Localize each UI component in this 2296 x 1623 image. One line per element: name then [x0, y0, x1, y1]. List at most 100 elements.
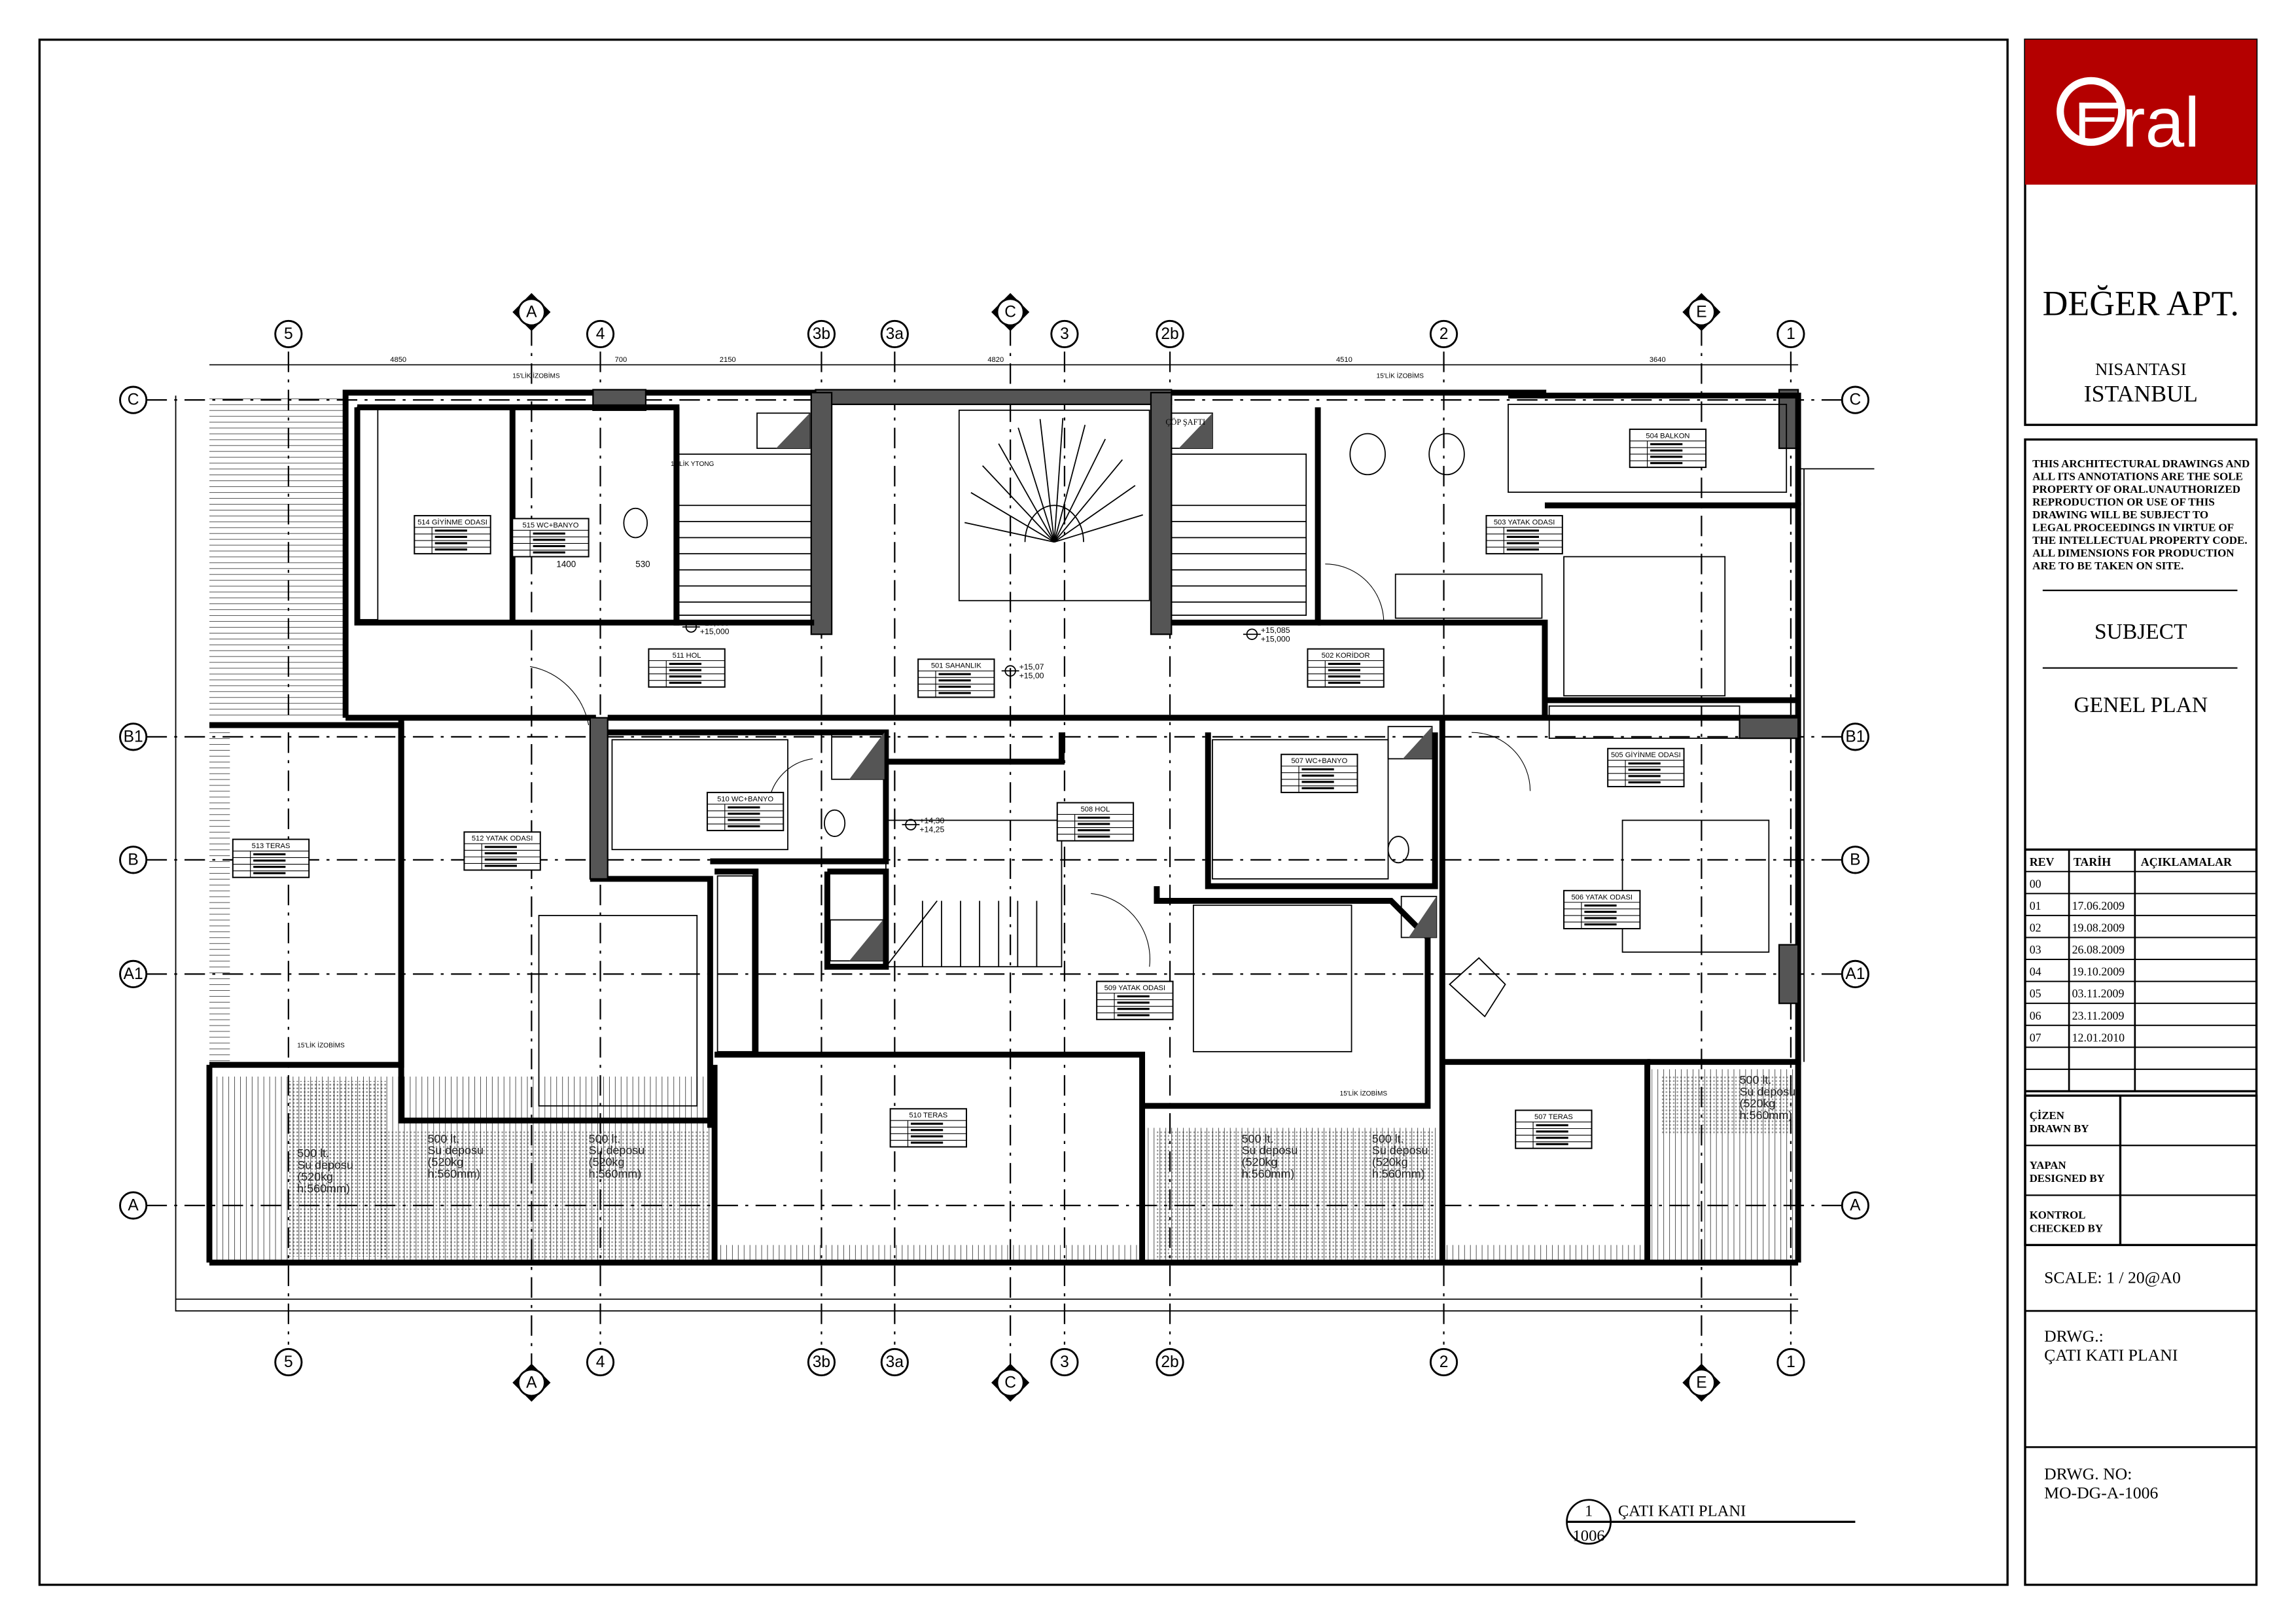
title-block: ral DEĞER APT. NISANTASI ISTANBUL THIS A… — [2024, 38, 2258, 1586]
level-top: +15,085 — [1261, 626, 1290, 635]
grid-bubble-circle — [1156, 319, 1184, 349]
subject-label: SUBJECT — [2094, 620, 2187, 644]
chair — [1349, 433, 1386, 476]
bed — [1621, 819, 1770, 953]
oral-logo: ral — [2057, 77, 2200, 162]
grid-bubble-A: A — [1841, 1191, 1869, 1220]
room-name: 510 TERAS — [909, 1112, 947, 1120]
level-bottom: +14,25 — [919, 825, 944, 834]
walls — [206, 389, 1875, 1266]
grid-bubble-circle — [880, 319, 909, 349]
grid-bubble-circle — [807, 1347, 836, 1377]
disclaimer-line: REPRODUCTION OR USE OF THIS — [2032, 496, 2215, 508]
drawing-label: DRWG.: — [2044, 1327, 2104, 1346]
tank-text: 500 lt. — [1242, 1132, 1274, 1145]
room-label: 507 WC+BANYO — [1280, 753, 1358, 793]
project-name: DEĞER APT. — [2043, 283, 2239, 323]
subject-value: GENEL PLAN — [2074, 693, 2208, 717]
grid-bubble-circle — [119, 385, 148, 414]
level-bottom: +15,00 — [1019, 671, 1044, 680]
grid-bubble-label: 5 — [284, 1353, 293, 1371]
room-name: 506 YATAK ODASI — [1571, 893, 1633, 901]
grid-bubble-label: 3b — [813, 325, 830, 343]
tank-text: Su deposu — [1372, 1144, 1428, 1157]
dim-text: 3640 — [1650, 356, 1666, 364]
stair-tread — [1053, 418, 1064, 543]
grid-bubble-3: 3 — [1050, 1347, 1079, 1377]
section-mark-label: C — [1004, 303, 1016, 321]
wall-note: 15'LİK İZOBİMS — [1340, 1089, 1388, 1097]
drawing-name: ÇATI KATI PLANI — [2044, 1346, 2178, 1364]
room-name: 503 YATAK ODASI — [1494, 518, 1555, 526]
signature-label-tr: KONTROL — [2030, 1209, 2086, 1221]
level-top: +14,30 — [919, 816, 944, 825]
signature-label-en: DRAWN BY — [2030, 1122, 2089, 1135]
room-name: 502 KORİDOR — [1322, 651, 1370, 660]
revision-date: 17.06.2009 — [2072, 899, 2125, 912]
revision-date: 03.11.2009 — [2072, 987, 2125, 1000]
grid-bubble-circle — [119, 1191, 148, 1220]
room-name: 509 YATAK ODASI — [1104, 984, 1166, 992]
section-mark-circle — [996, 298, 1025, 327]
room-label: 510 TERAS — [889, 1108, 968, 1148]
grid-bubble-label: A1 — [1845, 965, 1865, 983]
room-name: 504 BALKON — [1646, 432, 1689, 440]
grid-bubble-circle — [274, 1347, 303, 1377]
grid-bubble-circle — [586, 1347, 615, 1377]
toilet — [1387, 836, 1409, 864]
bed — [1192, 904, 1352, 1052]
room-name: 507 TERAS — [1534, 1113, 1573, 1121]
disclaimer-line: ALL DIMENSIONS FOR PRODUCTION — [2032, 546, 2234, 559]
terrace-hatch — [209, 395, 346, 718]
revision-header: TARİH — [2074, 855, 2111, 868]
level-mark: +15,085+15,000 — [682, 618, 730, 636]
tank-text: 500 lt. — [427, 1132, 459, 1145]
room-name: 511 HOL — [673, 652, 701, 660]
section-mark-label: E — [1696, 303, 1706, 321]
grid-bubble-label: 4 — [596, 325, 605, 343]
dimension-line-top: 4850 700 2150 4820 4510 3640 — [209, 356, 1799, 366]
room-label: 507 TERAS — [1515, 1109, 1593, 1149]
tank-text: 500 lt. — [1372, 1132, 1404, 1145]
grid-bubble-circle — [1429, 319, 1458, 349]
wall-note: 15'LİK YTONG — [671, 459, 715, 468]
disclaimer-line: ALL ITS ANNOTATIONS ARE THE SOLE — [2032, 471, 2243, 483]
revision-row: 00 — [2030, 877, 2041, 890]
tank-text: Su deposu — [1242, 1144, 1298, 1157]
grid-bubble-label: C — [128, 391, 139, 409]
view-sheet-ref: 1006 — [1572, 1527, 1604, 1544]
section-mark-circle — [1687, 298, 1716, 327]
grid-bubble-circle — [1050, 1347, 1079, 1377]
grid-bubble-B1: B1 — [1841, 722, 1869, 751]
revision-number: 03 — [2030, 943, 2041, 956]
grid-bubble-circle — [1429, 1347, 1458, 1377]
bed — [538, 914, 698, 1107]
level-marks: +15,085+15,000+15,07+15,00+15,085+15,000… — [682, 618, 1290, 834]
tank-text: h:560mm) — [1242, 1167, 1295, 1180]
chair — [1428, 433, 1465, 476]
grid-bubble-3b: 3b — [807, 319, 836, 349]
grid-bubble-3b: 3b — [807, 1347, 836, 1377]
grid-bubble-label: 2 — [1439, 325, 1449, 343]
dim-530: 530 — [635, 559, 650, 569]
grid-bubble-A1: A1 — [119, 959, 148, 989]
grid-bubble-circle — [1156, 1347, 1184, 1377]
section-mark-label: A — [526, 303, 537, 321]
bed — [1563, 556, 1726, 697]
tank-text: 500 lt. — [297, 1147, 329, 1160]
room-label: 505 GİYİNME ODASI — [1607, 747, 1685, 787]
level-mark: +15,07+15,00 — [1001, 662, 1044, 680]
grid-bubble-5: 5 — [274, 1347, 303, 1377]
grid-bubble-2: 2 — [1429, 1347, 1458, 1377]
grid-bubble-1: 1 — [1776, 1347, 1805, 1377]
wall-note: 15'LİK İZOBİMS — [1377, 372, 1424, 380]
grid-bubble-5: 5 — [274, 319, 303, 349]
section-mark-circle — [996, 1368, 1025, 1397]
